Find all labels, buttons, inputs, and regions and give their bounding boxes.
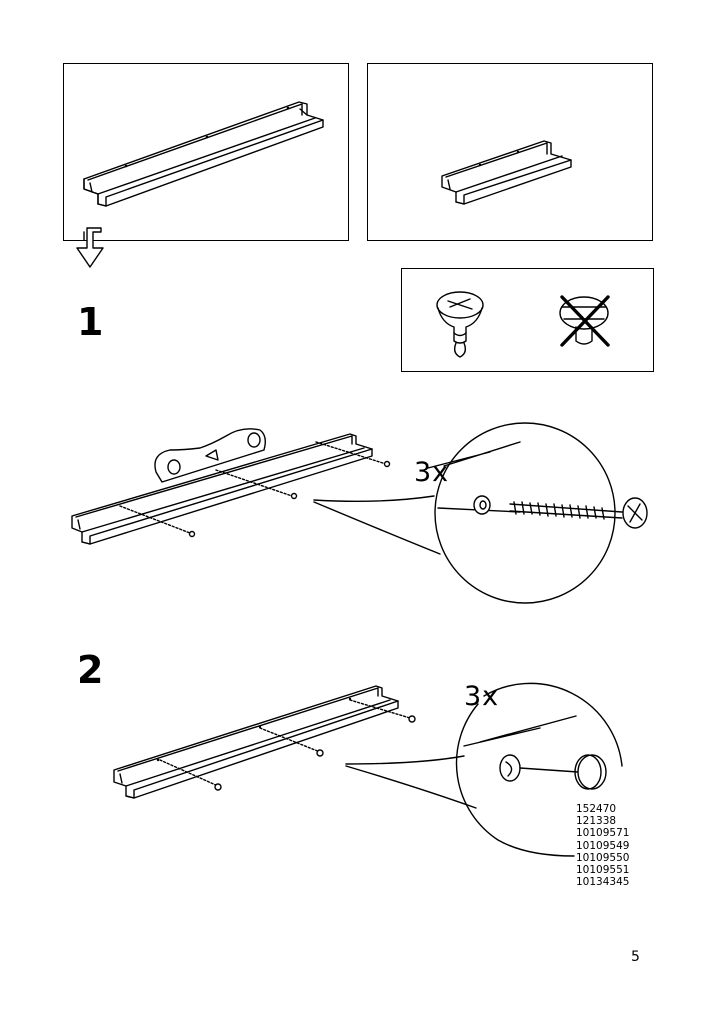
step-number: 2 xyxy=(77,648,104,692)
short-shelf-panel xyxy=(367,63,653,241)
article-number: 10109550 xyxy=(576,851,630,864)
step1-quantity: 3x xyxy=(414,457,450,488)
cover-cap-icon xyxy=(499,754,607,790)
step-number: 1 xyxy=(77,300,104,344)
step2-quantity: 3x xyxy=(464,681,500,712)
article-number: 152470 xyxy=(576,803,617,815)
page-number: 5 xyxy=(631,949,640,965)
step2-detail-callout xyxy=(345,682,623,857)
down-arrow-icon xyxy=(76,227,104,268)
step1-detail-callout xyxy=(313,422,648,604)
screw-icon xyxy=(473,495,648,529)
spirit-level-icon xyxy=(154,428,267,483)
short-shelf-icon xyxy=(441,140,572,205)
article-number: 10109549 xyxy=(576,839,630,852)
long-shelf-panel xyxy=(63,63,349,241)
article-number: 10109571 xyxy=(576,827,630,840)
step2-illustration xyxy=(113,685,416,799)
article-number: 10109551 xyxy=(576,864,630,877)
article-number: 10134345 xyxy=(576,876,630,889)
article-number-list: 152470 121338 10109571 10109549 10109550… xyxy=(576,803,629,888)
screw-head-wrong-icon xyxy=(559,295,610,347)
long-shelf-icon xyxy=(83,101,324,207)
screw-type-panel xyxy=(401,268,654,372)
step1-illustration xyxy=(71,428,391,545)
screw-head-correct-icon xyxy=(436,291,484,358)
article-number: 121338 xyxy=(576,815,617,828)
